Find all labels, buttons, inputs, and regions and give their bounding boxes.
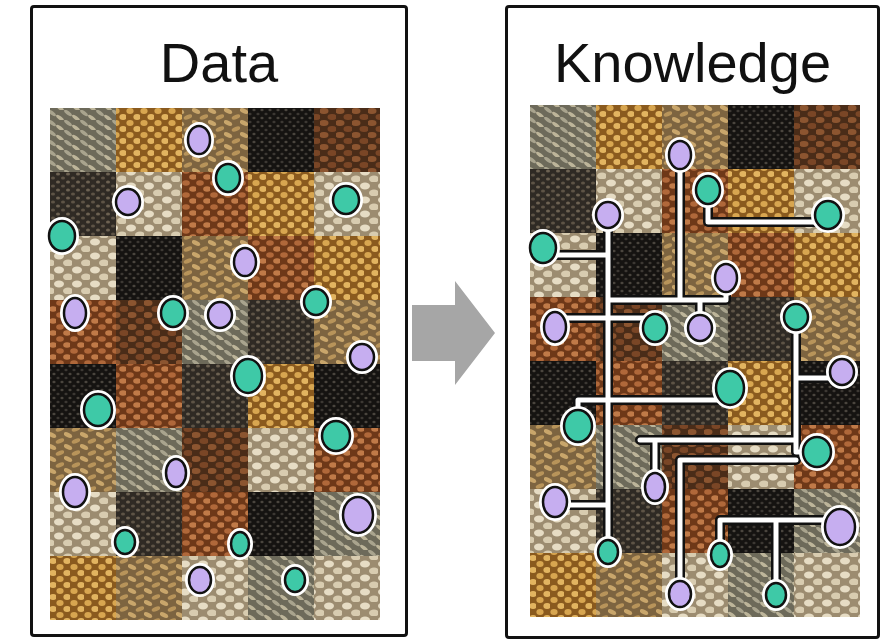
seed-mosaic bbox=[50, 108, 380, 620]
knowledge-network bbox=[530, 141, 855, 607]
data-dots bbox=[49, 126, 374, 593]
panel-box: Data bbox=[30, 5, 408, 637]
panel-title: Data bbox=[160, 32, 278, 94]
seed-mosaic bbox=[530, 105, 860, 617]
panel-title: Knowledge bbox=[554, 32, 831, 94]
block-arrow bbox=[412, 281, 495, 385]
panel-box: Knowledge bbox=[505, 5, 880, 639]
